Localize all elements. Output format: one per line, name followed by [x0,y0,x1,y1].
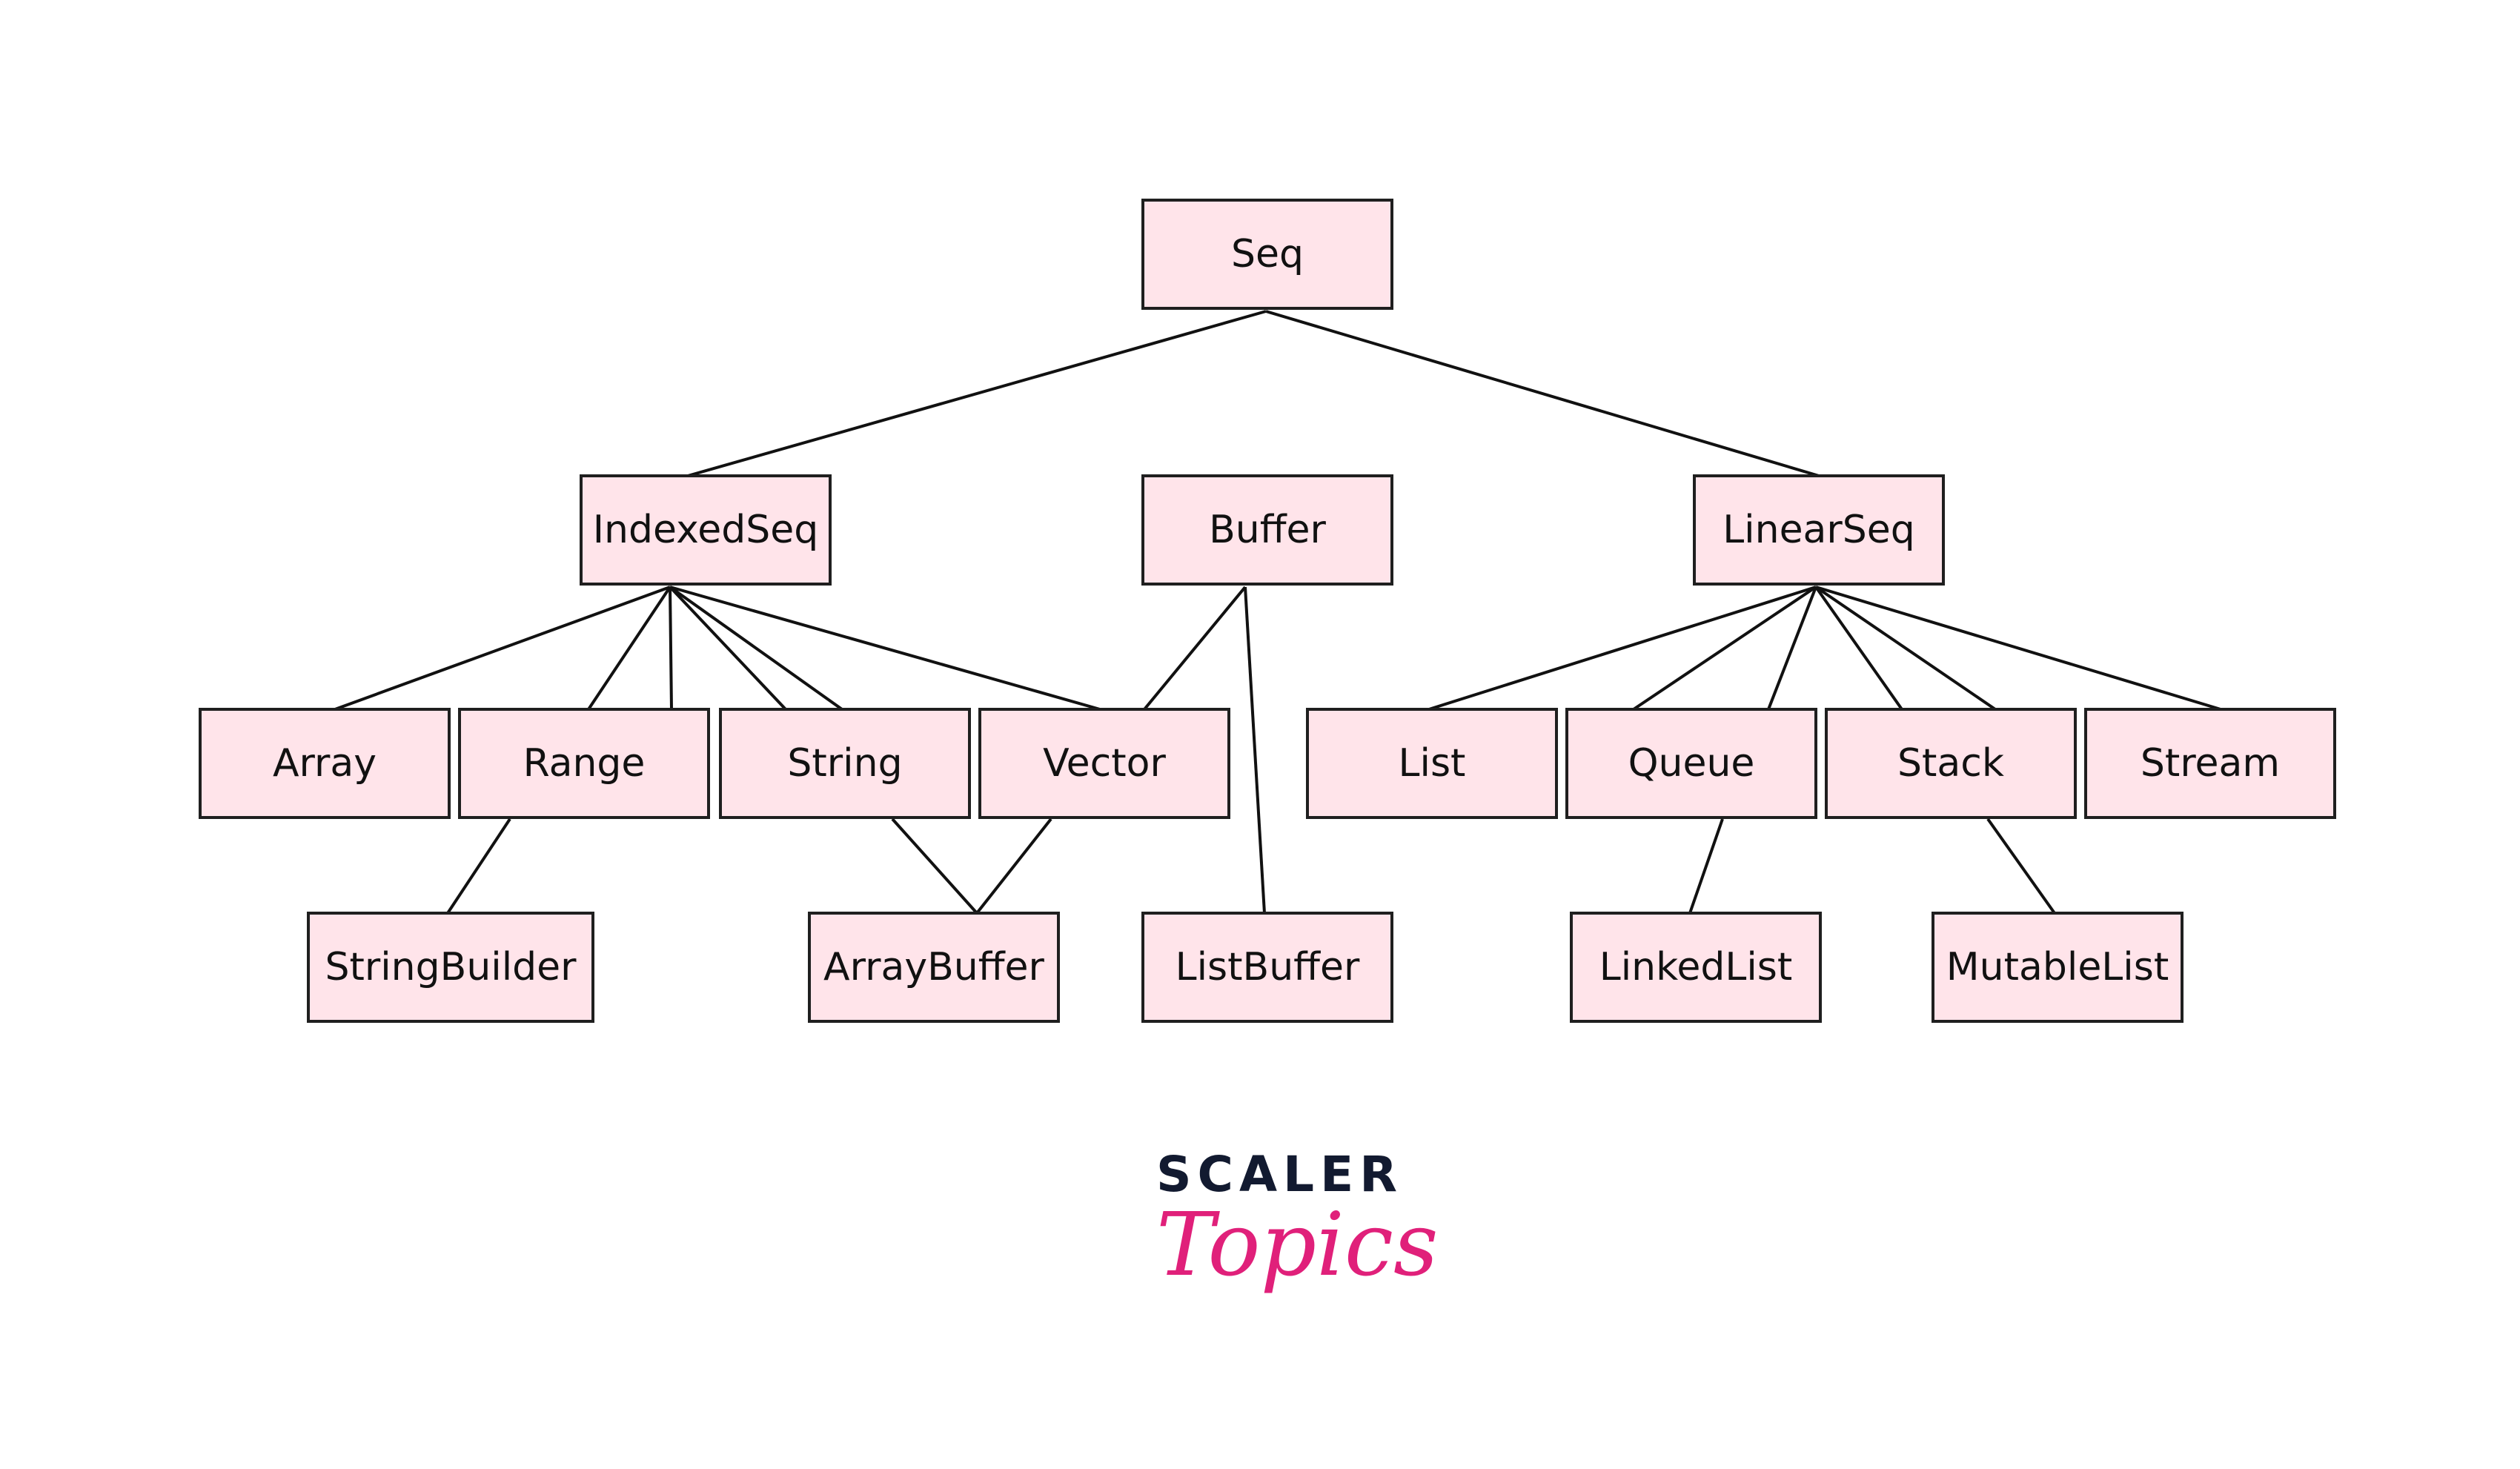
edge-range-stringbuilder [446,818,511,915]
edge-seq-linearseq [1265,310,1820,477]
node-stack: Stack [1825,708,2077,819]
edge-vector-arraybuffer [975,818,1052,915]
scaler-topics-logo: SCALER Topics [1156,1146,1439,1342]
edge-linearseq-stack [1814,586,1903,711]
edge-indexedseq-string [669,586,843,711]
edge-queue-linkedlist [1688,818,1724,914]
edge-stack-mutablelist [1986,818,2056,915]
edge-linearseq-queue [1632,586,1817,711]
node-queue: Queue [1565,708,1817,819]
node-range: Range [458,708,710,819]
node-vector: Vector [978,708,1230,819]
node-seq: Seq [1141,199,1393,310]
edge-indexedseq-range [669,586,673,710]
node-linearseq: LinearSeq [1693,474,1945,586]
edge-indexedseq-array [334,586,671,711]
edge-string-arraybuffer [891,818,978,915]
edge-buffer-vector [1143,586,1247,711]
edge-indexedseq-string [669,586,787,711]
node-listbuffer: ListBuffer [1141,912,1393,1023]
edge-linearseq-list [1428,586,1817,711]
node-buffer: Buffer [1141,474,1393,586]
edge-indexedseq-vector [669,586,1101,711]
logo-scaler-text: SCALER [1156,1146,1404,1203]
edge-linearseq-stream [1815,586,2221,711]
node-linkedlist: LinkedList [1570,912,1822,1023]
node-list: List [1306,708,1558,819]
edge-linearseq-stack [1814,586,1997,711]
edge-indexedseq-range [587,586,672,711]
edge-linearseq-queue [1767,586,1817,710]
logo-topics-text: Topics [1156,1193,1439,1296]
edge-seq-indexedseq [687,310,1267,477]
node-array: Array [199,708,451,819]
edge-buffer-listbuffer [1244,586,1266,914]
node-mutablelist: MutableList [1932,912,2184,1023]
node-arraybuffer: ArrayBuffer [808,912,1060,1023]
node-string: String [719,708,971,819]
node-indexedseq: IndexedSeq [580,474,832,586]
node-stringbuilder: StringBuilder [307,912,594,1023]
node-stream: Stream [2084,708,2336,819]
